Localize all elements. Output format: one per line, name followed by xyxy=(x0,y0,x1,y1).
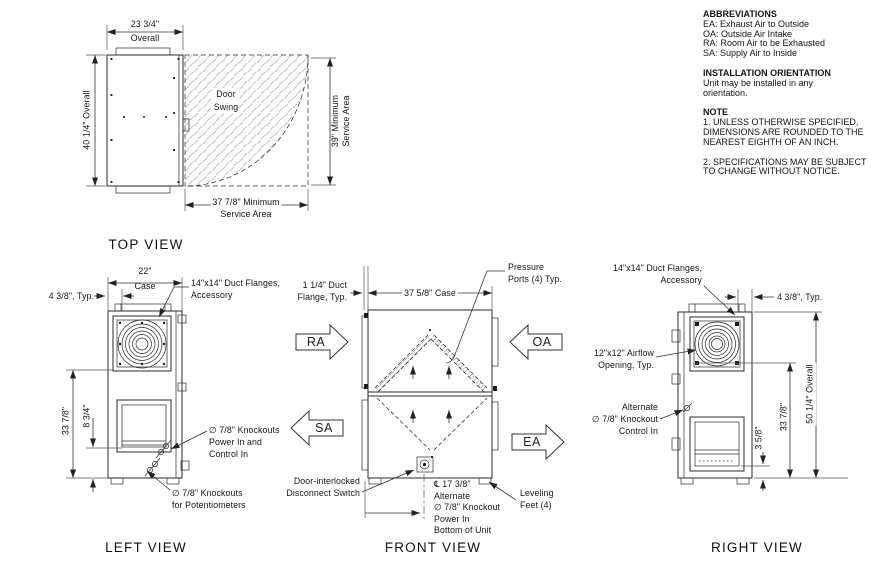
door-swing-area xyxy=(184,54,309,187)
service-area-bottom-dim: 37 7/8" Minimum Service Area xyxy=(210,196,282,220)
ra-flow-arrow xyxy=(295,323,349,361)
door-swing-hatch xyxy=(185,55,308,186)
top-view-title: TOP VIEW xyxy=(108,237,184,252)
duct-flange-leader xyxy=(703,285,736,316)
right-opening-dim: 33 7/8" xyxy=(778,402,789,432)
knockout-leader xyxy=(659,409,684,420)
front-view-title: FRONT VIEW xyxy=(384,540,482,555)
disconnect-switch-note: Door-interlocked Disconnect Switch xyxy=(286,476,360,498)
hinge xyxy=(177,314,187,324)
door-swing-arc xyxy=(184,54,309,187)
hinge xyxy=(177,382,187,392)
left-view-flange-offset-dim: 4 3/8", Typ. xyxy=(48,291,94,301)
left-view-bottom-dim: 8 3/4" xyxy=(81,404,92,428)
hinge xyxy=(671,329,681,343)
ea-flow-arrow xyxy=(511,423,565,461)
abbreviation-line: RA: Room Air to be Exhausted xyxy=(703,38,826,49)
unit-top-outline xyxy=(106,54,184,187)
sa-flow-label: SA xyxy=(315,421,333,435)
leveling-foot xyxy=(166,477,180,485)
hinge xyxy=(671,373,681,385)
leveling-feet-leader xyxy=(488,481,517,501)
abbreviation-line: SA: Supply Air to Inside xyxy=(703,48,798,59)
side-flange xyxy=(361,315,369,389)
heat-exchanger-core xyxy=(374,328,488,459)
airflow-opening-note: 12"x12" Airflow Opening, Typ. xyxy=(593,348,654,370)
hinge xyxy=(671,437,681,451)
top-view-overall-depth-dim: 40 1/4" Overall xyxy=(81,90,92,150)
right-flange-offset-dim: 4 3/8", Typ. xyxy=(777,292,823,302)
oa-flow-label: OA xyxy=(532,335,552,349)
left-view-title: LEFT VIEW xyxy=(105,540,187,555)
left-view-duct-flange-note: 14"x14" Duct Flanges, Accessory xyxy=(191,278,281,300)
leveling-foot xyxy=(478,477,492,485)
leveling-foot xyxy=(680,477,694,485)
fan-opening xyxy=(112,315,172,372)
note-item: 1. UNLESS OTHERWISE SPECIFIED, DIMENSION… xyxy=(703,117,864,147)
side-flange xyxy=(361,399,369,471)
pressure-port-arrows xyxy=(410,366,452,423)
lower-opening xyxy=(116,399,172,453)
screw-dots xyxy=(110,57,180,184)
front-case-dim: 37 5/8" Case xyxy=(402,288,458,300)
top-view-drawing xyxy=(86,25,336,211)
disconnect-leader xyxy=(361,469,415,493)
note-title: NOTE xyxy=(703,107,729,118)
top-flange-edge xyxy=(114,303,172,312)
right-louver-dim: 3 5/8" xyxy=(753,424,765,452)
top-flange-edge xyxy=(688,303,746,313)
left-view-drawing xyxy=(66,277,208,492)
leveling-foot xyxy=(368,477,382,485)
notes-panel: ABBREVIATIONS EA: Exhaust Air to Outside… xyxy=(703,9,895,177)
door-swing-label: Door Swing xyxy=(211,88,241,114)
knockouts-potentiometers-note: ∅ 7/8" Knockouts for Potentiometers xyxy=(172,488,246,510)
abbreviation-line: OA: Outside Air Intake xyxy=(703,28,793,39)
leveling-foot xyxy=(110,477,124,485)
duct-flange-edge-top xyxy=(115,47,171,56)
left-view-case-dim: 22" Case xyxy=(134,266,156,291)
airflow-leader xyxy=(655,348,697,358)
duct-flange-edge-bottom xyxy=(115,185,171,194)
door-handle xyxy=(180,460,190,471)
front-view-drawing xyxy=(290,266,565,519)
service-area-right-dim: 39" Minimum Service Area xyxy=(330,94,351,148)
right-duct-flange-note: 14"x14" Duct Flanges, Accessory xyxy=(612,263,702,285)
installation-title: INSTALLATION ORIENTATION xyxy=(703,67,831,78)
left-view-opening-dim: 33 7/8" xyxy=(60,406,71,436)
leveling-foot xyxy=(736,477,750,485)
ea-flow-label: EA xyxy=(523,435,541,449)
oa-flow-arrow xyxy=(509,323,563,361)
right-view-drawing xyxy=(655,285,848,491)
installation-body: Unit may be installed in any orientation… xyxy=(703,77,814,98)
pressure-ports-leader xyxy=(445,270,505,364)
abbreviation-line: EA: Exhaust Air to Outside xyxy=(703,18,810,29)
bottom-knockout-note: ℄ 17 3/8" Alternate ∅ 7/8" Knockout Powe… xyxy=(434,479,501,535)
side-flange xyxy=(491,317,499,367)
top-view-overall-width-dim: 23 3/4" Overall xyxy=(130,19,160,43)
unit-front-outline xyxy=(367,309,493,479)
knockouts-power-note: ∅ 7/8" Knockouts Power In and Control In xyxy=(209,425,280,459)
knockout xyxy=(682,402,693,413)
unit-right-outline xyxy=(677,311,753,479)
right-view-title: RIGHT VIEW xyxy=(710,540,804,555)
pressure-ports-note: Pressure Ports (4) Typ. xyxy=(508,262,563,284)
right-overall-dim: 50 1/4" Overall xyxy=(804,362,816,426)
knockouts xyxy=(144,439,172,477)
lower-opening xyxy=(689,416,745,472)
sa-flow-arrow xyxy=(290,409,344,447)
leveling-feet-note: Leveling Feet (4) xyxy=(520,488,554,510)
front-duct-flange-note: 1 1/4" Duct Flange, Typ. xyxy=(297,280,347,302)
door-handle xyxy=(182,118,190,132)
side-flange xyxy=(491,401,499,451)
abbreviations-title: ABBREVIATIONS xyxy=(703,9,777,19)
alternate-knockout-note: Alternate ∅ 7/8" Knockout Control In xyxy=(591,402,658,436)
ra-flow-label: RA xyxy=(306,335,326,349)
disconnect-switch xyxy=(416,456,434,473)
note-item: 2. SPECIFICATIONS MAY BE SUBJECT TO CHAN… xyxy=(703,156,867,177)
